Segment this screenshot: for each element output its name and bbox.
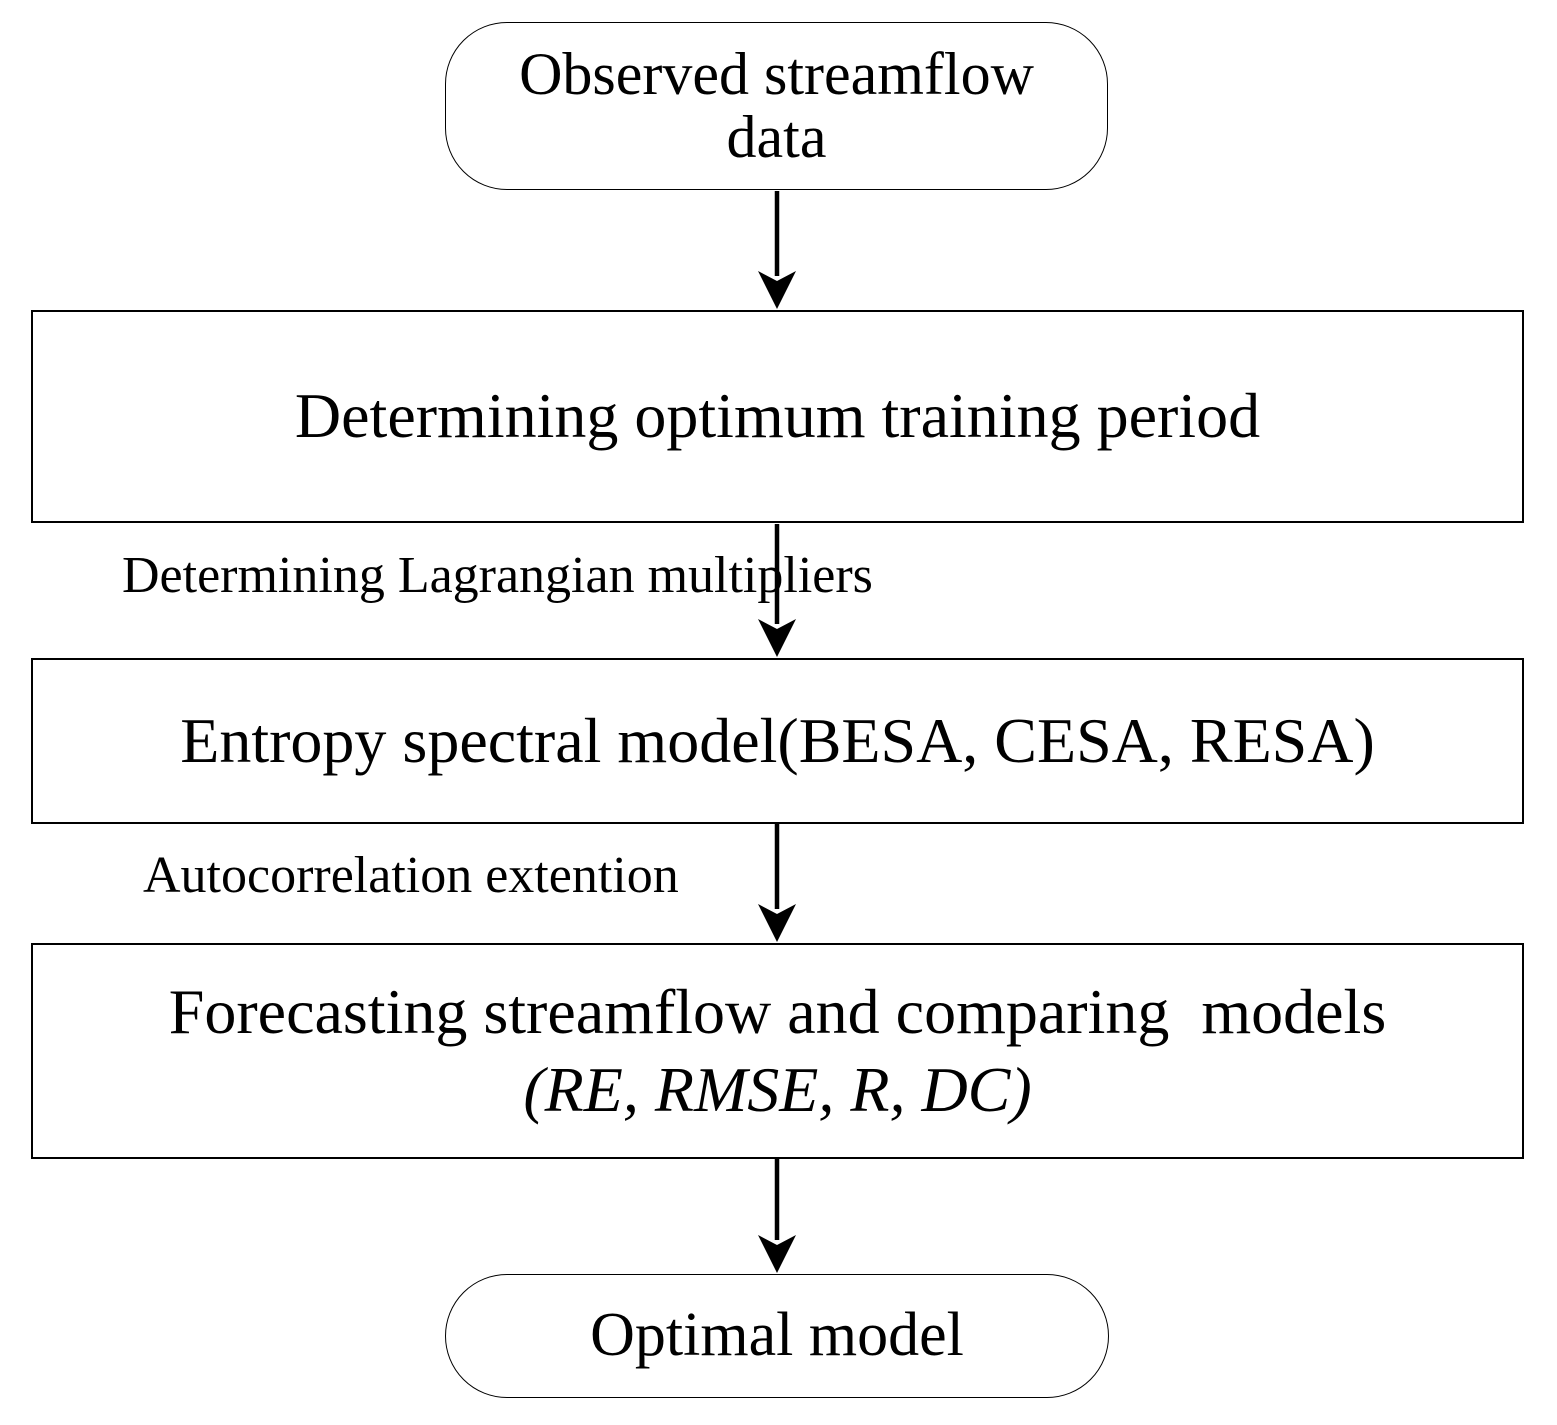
node-text-line: Observed streamflow [519, 41, 1034, 107]
edge-label-autocorrelation-extention: Autocorrelation extention [143, 847, 679, 904]
node-text-line: Forecasting streamflow and comparing mod… [168, 975, 1387, 1047]
node-text-line: Entropy spectral model(BESA, CESA, RESA) [180, 704, 1375, 776]
node-determining-optimum-training-period: Determining optimum training period [31, 310, 1524, 523]
arrowhead-down-icon [758, 271, 796, 309]
node-optimal-model: Optimal model [445, 1274, 1109, 1398]
arrow-observed-to-training [758, 191, 796, 309]
arrowhead-down-icon [758, 619, 796, 657]
node-entropy-spectral-model: Entropy spectral model(BESA, CESA, RESA) [31, 658, 1524, 824]
node-observed-streamflow-data: Observed streamflow data [445, 22, 1108, 190]
arrowhead-down-icon [758, 904, 796, 942]
node-text-line: Optimal model [590, 1301, 964, 1370]
node-text-line: data [726, 104, 827, 170]
node-metrics-line: (RE, RMSE, R, DC) [523, 1054, 1032, 1125]
node-forecasting-streamflow-comparing-models: Forecasting streamflow and comparing mod… [31, 943, 1524, 1159]
arrow-entropy-to-forecast [758, 824, 796, 942]
node-text-line: Determining optimum training period [294, 380, 1261, 452]
arrowhead-down-icon [758, 1235, 796, 1273]
edge-label-lagrangian-multipliers: Determining Lagrangian multipliers [122, 547, 873, 604]
arrow-forecast-to-optimal [758, 1159, 796, 1273]
